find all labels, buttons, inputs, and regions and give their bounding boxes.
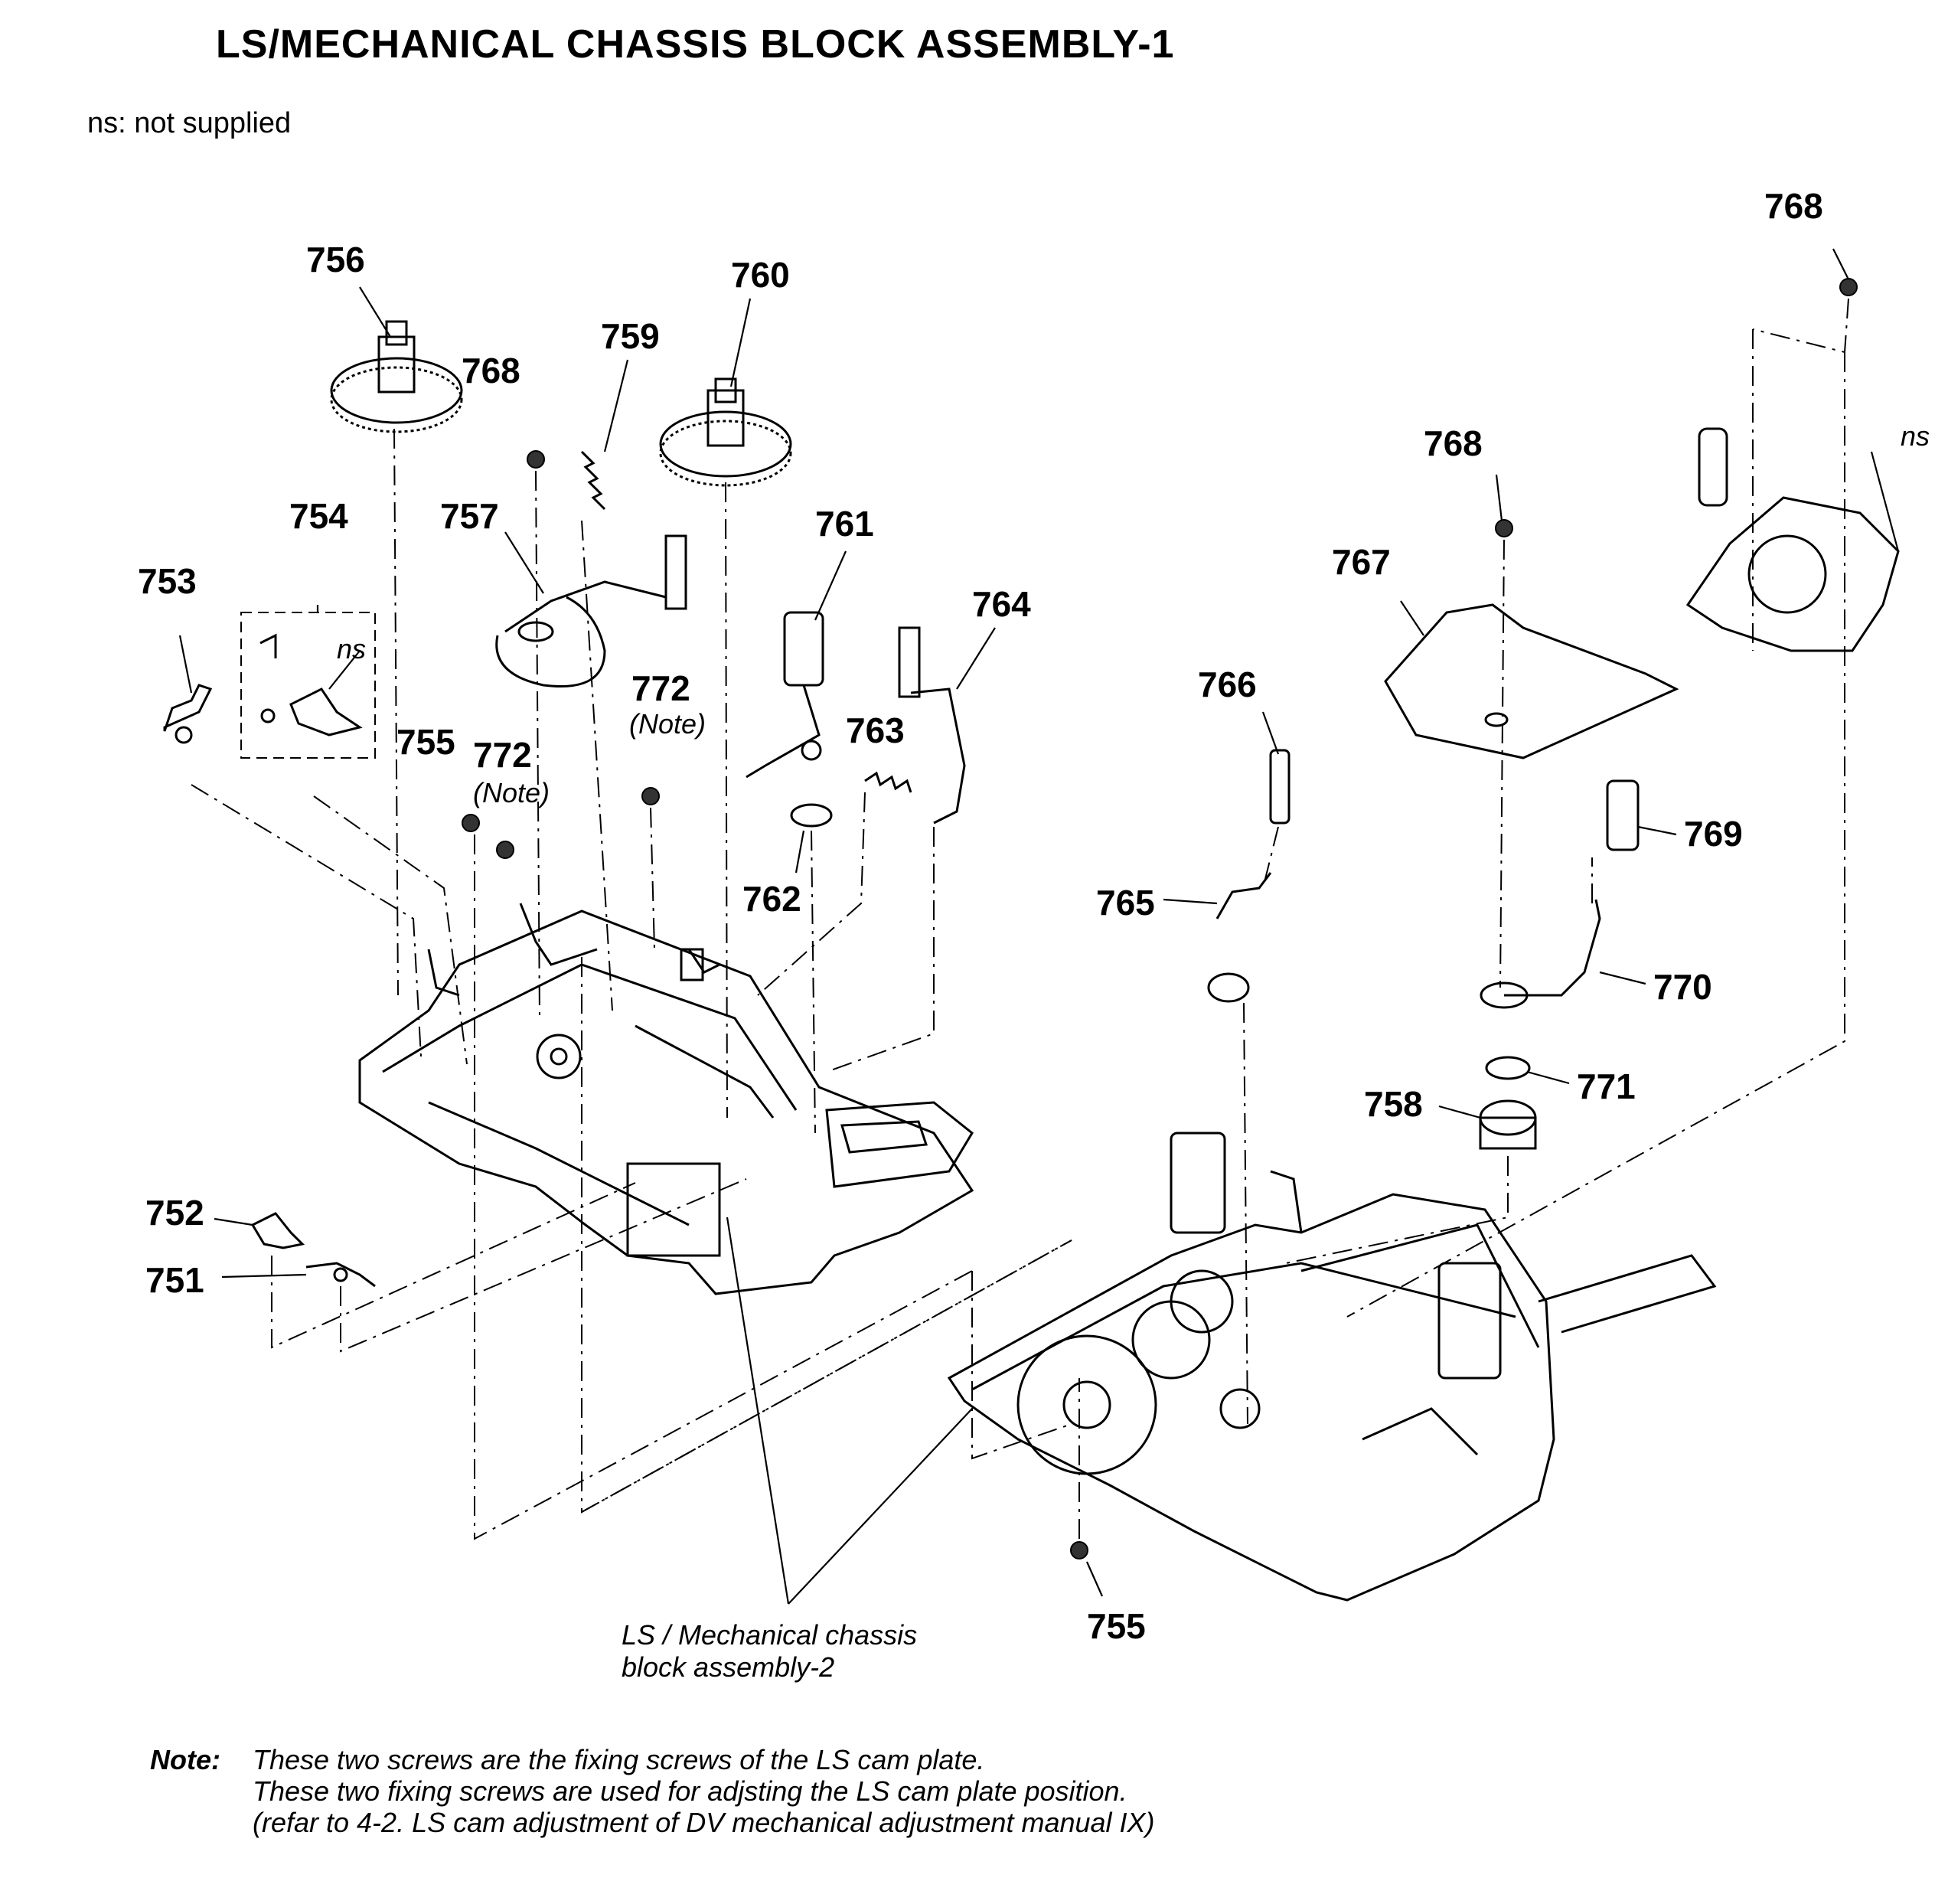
label-leaders	[178, 248, 1900, 1605]
gear-756	[330, 320, 463, 433]
label-760: 760	[731, 255, 790, 295]
top-right-deck	[1685, 427, 1900, 652]
right-chassis	[947, 1132, 1717, 1602]
lever-765	[1207, 872, 1272, 1003]
part-751	[305, 1262, 376, 1288]
screws-right	[1070, 278, 1858, 1559]
label-767: 767	[1332, 542, 1391, 582]
label-768-c: 768	[1764, 186, 1823, 226]
note-line-3: (refar to 4-2. LS cam adjustment of DV m…	[253, 1807, 1155, 1838]
label-755-left: 755	[396, 722, 455, 762]
page-title: LS/MECHANICAL CHASSIS BLOCK ASSEMBLY-1	[216, 22, 1175, 67]
label-772-a: 772	[473, 735, 532, 775]
label-769: 769	[1684, 814, 1743, 854]
note-marker-a: (Note)	[473, 777, 550, 808]
arm-770	[1480, 899, 1601, 1009]
note-body: These two screws are the fixing screws o…	[253, 1744, 1155, 1838]
part-753	[163, 684, 213, 744]
plate-767	[1384, 603, 1679, 759]
label-766: 766	[1198, 665, 1257, 704]
note-marker-b: (Note)	[629, 708, 706, 740]
right-leader-lines	[1078, 298, 1849, 1539]
pin-766	[1269, 749, 1291, 825]
label-772-b: 772	[631, 668, 690, 708]
note-line-1: These two screws are the fixing screws o…	[253, 1744, 985, 1775]
label-763: 763	[846, 710, 905, 750]
label-768-a: 768	[462, 351, 520, 390]
part-769	[1606, 779, 1640, 851]
part-754-group	[240, 612, 376, 759]
label-761: 761	[815, 504, 874, 544]
spring-763	[864, 771, 912, 793]
screws-left	[462, 450, 660, 859]
label-759: 759	[601, 316, 660, 356]
left-chassis	[358, 903, 974, 1295]
spring-759	[580, 450, 606, 511]
ns-marker-a: ns	[337, 633, 366, 665]
ns-markers: ns ns	[337, 420, 1930, 665]
gear-760	[659, 377, 792, 487]
note-markers: (Note) (Note)	[473, 708, 706, 808]
reference-line-2: block assembly-2	[622, 1651, 834, 1683]
note-line-2: These two fixing screws are used for adj…	[253, 1775, 1127, 1807]
label-752: 752	[145, 1193, 204, 1233]
part-761	[746, 611, 824, 779]
part-752	[250, 1212, 305, 1249]
reference-line-1: LS / Mechanical chassis	[622, 1619, 917, 1651]
part-764	[898, 626, 966, 825]
label-754: 754	[289, 496, 348, 536]
ns-marker-b: ns	[1901, 420, 1930, 452]
label-770: 770	[1653, 967, 1712, 1007]
left-leader-lines	[191, 428, 1072, 1540]
reference-assembly-2: LS / Mechanical chassis block assembly-2	[622, 1619, 917, 1683]
label-758: 758	[1364, 1084, 1423, 1124]
label-756: 756	[306, 240, 365, 279]
label-757: 757	[440, 496, 499, 536]
label-762: 762	[742, 879, 801, 919]
label-753: 753	[138, 561, 197, 601]
label-764: 764	[972, 584, 1031, 624]
gear-758	[1479, 1099, 1537, 1150]
label-771: 771	[1577, 1066, 1636, 1106]
clip-762	[790, 803, 833, 828]
label-755-bottom: 755	[1087, 1606, 1146, 1646]
label-751: 751	[145, 1260, 204, 1300]
part-labels: 751 752 753 754 755 755 756 757 758 759 …	[138, 186, 1823, 1646]
label-765: 765	[1096, 883, 1155, 923]
legend-text: ns: not supplied	[87, 107, 292, 139]
label-768-b: 768	[1424, 423, 1483, 463]
arm-757	[495, 534, 687, 688]
part-771	[1485, 1056, 1531, 1080]
note-head: Note:	[150, 1744, 220, 1775]
